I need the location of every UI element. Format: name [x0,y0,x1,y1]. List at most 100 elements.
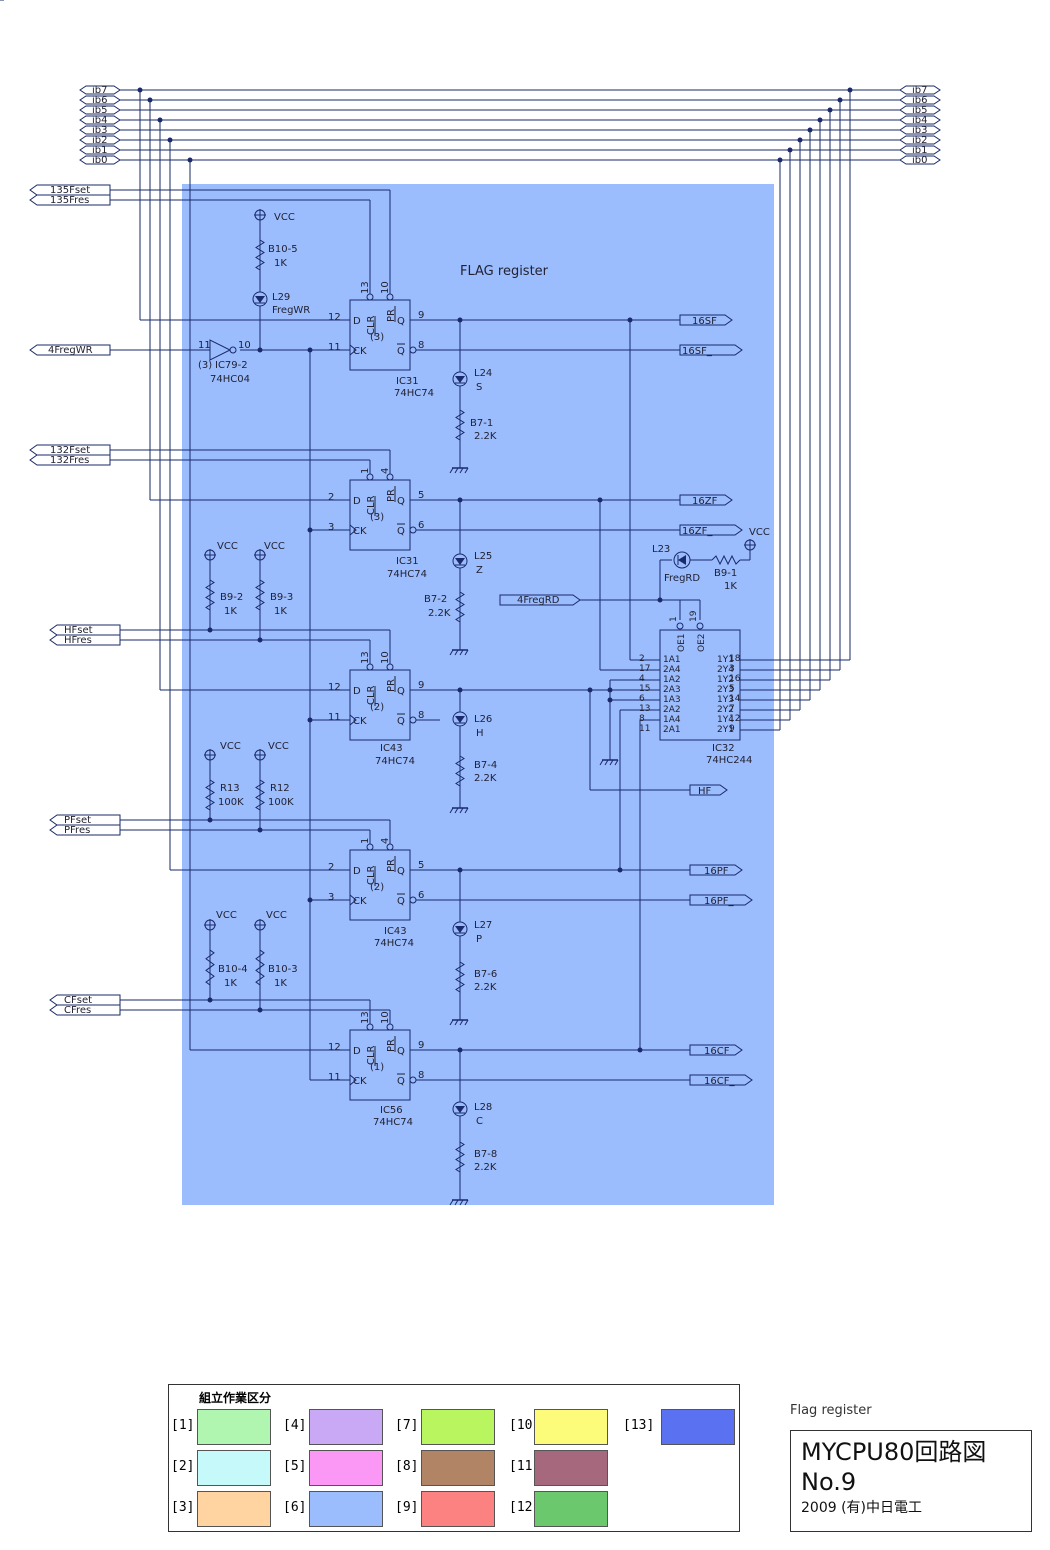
legend-swatch [421,1409,495,1445]
pin-number: 8 [639,714,645,724]
legend-label: [3] [171,1500,195,1515]
input-ports: 135Fset 135Fres 4FregWR 132Fset 132Fres … [48,185,560,1016]
ic-label: IC43 [384,926,407,937]
pin-number: 4 [380,468,391,474]
legend-swatch [421,1450,495,1486]
pin-pr: PR [386,489,397,502]
pin-ck: CK [353,1076,367,1087]
pin-number: 11 [328,342,341,353]
port-132fset: 132Fset [50,445,90,456]
port-16sf-n: 16SF_ [682,346,713,357]
vcc-label: VCC [266,910,287,921]
resistor-value: 1K [274,258,287,269]
pin-clr: CLR [366,865,377,885]
port-16sf: 16SF [692,316,717,327]
legend-label: [6] [283,1500,307,1515]
ic244-pin-name: 1Y3 [717,695,734,705]
pin-q: Q [397,496,405,507]
port-pfset: PFset [64,815,91,826]
pin-number: 8 [418,340,424,351]
port-16cf: 16CF [704,1046,730,1057]
legend-label: [12] [509,1500,541,1515]
pin-number: 2 [328,862,334,873]
ic244-pin-name: 1A3 [663,695,681,705]
led-name: C [476,1116,483,1127]
vcc-label: VCC [220,741,241,752]
pin-pr: PR [386,309,397,322]
resistor-label: B7-4 [474,760,497,771]
pin-number: 1 [669,616,679,622]
pin-number: 2 [328,492,334,503]
ic244-pin-name: 2Y1 [717,725,734,735]
resistor-value: 1K [724,581,737,592]
pin-number: 13 [360,281,371,294]
pin-number: 9 [418,680,424,691]
led-label: L25 [474,551,492,562]
resistor-value: 1K [274,978,287,989]
led-name: P [476,934,482,945]
led-label: L24 [474,368,492,379]
resistor-label: B9-2 [220,592,243,603]
port-ib5-right: ib5 [912,105,928,116]
resistor-label: B7-8 [474,1149,497,1160]
unit-label: (2) [370,882,384,893]
pin-clr: CLR [366,685,377,705]
pin-q-bar: Q [397,716,405,727]
pin-number: 12 [328,682,341,693]
title-line-1: MYCPU80回路図 [801,1438,987,1466]
ic-type: 74HC74 [375,756,415,767]
resistor-label: B9-1 [714,568,737,579]
unit-label: (2) [370,702,384,713]
legend-title: 組立作業区分 [199,1391,272,1405]
port-16pf-n: 16PF_ [704,896,735,907]
pin-pr: PR [386,1039,397,1052]
pin-number: 11 [198,340,211,351]
pin-d: D [353,686,361,697]
pin-q: Q [397,866,405,877]
symbols [0,0,941,1206]
port-ib6-left: ib6 [92,95,108,106]
resistor-value: 1K [274,606,287,617]
legend-swatch [534,1409,608,1445]
pin-number: 9 [418,310,424,321]
ic-type: 74HC74 [374,938,414,949]
bus-ports-left: ib7 ib6 ib5 ib4 ib3 ib2 ib1 ib0 [92,85,108,166]
resistor-label: B7-6 [474,969,497,980]
port-ib7-right: ib7 [912,85,928,96]
pin-number: 13 [639,704,650,714]
led-label: L27 [474,920,492,931]
resistor-value: 2.2K [474,982,497,993]
port-ib7-left: ib7 [92,85,108,96]
port-16zf-n: 16ZF_ [682,526,713,537]
vcc-label: VCC [217,541,238,552]
pin-number: 7 [729,704,735,714]
legend-label: [13] [623,1418,655,1433]
resistor-value: 100K [218,797,244,808]
ic244-oe2: OE2 [697,634,707,653]
pin-number: 8 [418,710,424,721]
part-labels: B10-5 1K L29 FregWR 11 10 (3) IC79-2 74H… [198,244,752,1173]
ic-type: 74HC04 [210,374,250,385]
output-ports: 16SF 16SF_ 16ZF 16ZF_ HF 16PF 16PF_ 16CF… [682,316,735,1087]
title-line-2: No.9 [801,1468,857,1496]
vcc-label: VCC [264,541,285,552]
port-cfset: CFset [64,995,92,1006]
pin-number: 18 [729,654,741,664]
ic-label: IC31 [396,376,419,387]
port-ib1-left: ib1 [92,145,108,156]
legend-swatch [197,1491,271,1527]
port-ib2-right: ib2 [912,135,928,146]
pin-q-bar: Q [397,346,405,357]
pin-pr: PR [386,679,397,692]
ic-label: IC32 [712,743,735,754]
resistor-value: 2.2K [474,431,497,442]
pin-number: 6 [639,694,645,704]
ic244-pin-name: 2A1 [663,725,681,735]
ic32-74hc244: 1A122A4171A242A3151A362A2131A482A1111Y11… [639,610,750,741]
vcc-label: VCC [268,741,289,752]
led-name: FregRD [664,573,700,584]
unit-label: (3) [370,512,384,523]
pin-d: D [353,496,361,507]
pin-clr: CLR [366,495,377,515]
